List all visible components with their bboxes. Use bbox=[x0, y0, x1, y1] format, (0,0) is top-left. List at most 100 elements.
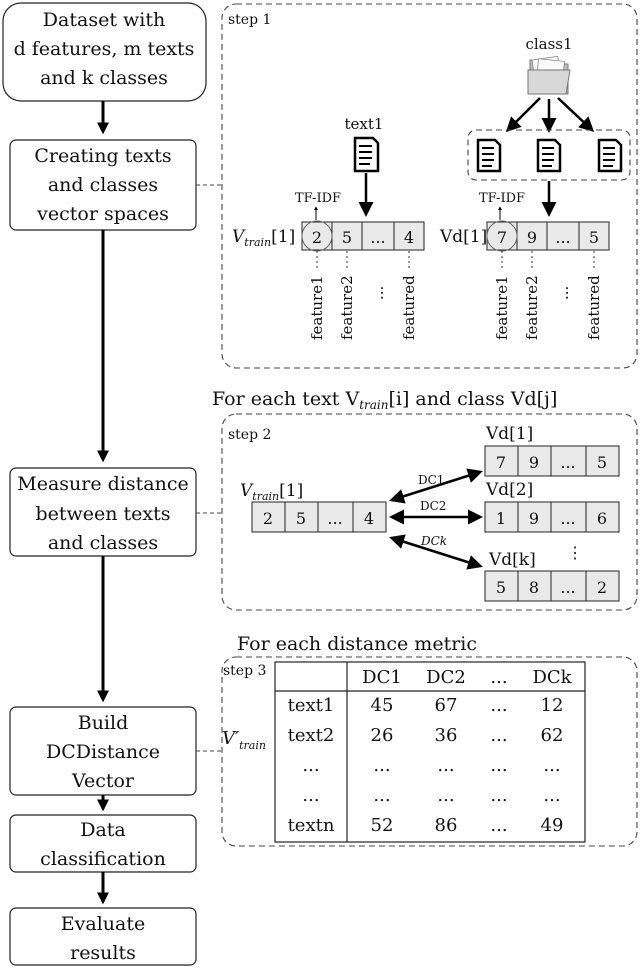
table-row: textn 52 86 ... 49 bbox=[288, 815, 564, 836]
table-row-name: text1 bbox=[288, 695, 335, 716]
vd1-feature-dots: ... bbox=[554, 286, 572, 300]
vd-row-k-cell-2: 8 bbox=[529, 578, 539, 597]
vector-spaces-line-3: vector spaces bbox=[36, 203, 169, 225]
table-col-dck: DCk bbox=[532, 667, 572, 688]
table-row-name: ... bbox=[302, 755, 319, 776]
vtrain-cell-1: 2 bbox=[312, 228, 322, 247]
vtrain-feature-1: feature1 bbox=[308, 275, 326, 340]
text1-document-icon bbox=[353, 136, 380, 173]
vtrain-cell-2: 5 bbox=[342, 228, 352, 247]
table-row: text2 26 36 ... 62 bbox=[288, 725, 564, 746]
vd1-feature-2: feature2 bbox=[523, 275, 541, 340]
table-row-name: ... bbox=[302, 785, 319, 806]
vd-row-2-cell-4: 6 bbox=[597, 509, 607, 528]
step2-vtrain-cell-4: 4 bbox=[364, 509, 374, 528]
step1-panel: step 1 text1 class1 bbox=[221, 3, 638, 369]
table-cell: 86 bbox=[435, 815, 458, 836]
classify-line-2: classification bbox=[40, 848, 166, 870]
table-cell: 67 bbox=[435, 695, 458, 716]
vd-row-2-cell-3: ... bbox=[560, 509, 575, 528]
dck-arrow bbox=[389, 534, 483, 570]
table-col-dc1: DC1 bbox=[362, 667, 402, 688]
measure-line-2: between texts bbox=[35, 503, 170, 525]
table-cell: 49 bbox=[541, 815, 564, 836]
dck-label: DCk bbox=[420, 534, 447, 548]
dataset-line-3: and k classes bbox=[40, 67, 168, 89]
table-cell: ... bbox=[373, 755, 390, 776]
table-cell: ... bbox=[543, 785, 560, 806]
vd-row-k-cell-4: 2 bbox=[597, 578, 607, 597]
table-cell: 45 bbox=[371, 695, 394, 716]
vd1-feature-d: featured bbox=[585, 275, 603, 340]
table-row: ... ... ... ... ... bbox=[302, 785, 560, 806]
step2-label: step 2 bbox=[228, 427, 271, 443]
flow-classify-box: Data classification bbox=[9, 814, 197, 873]
measure-line-3: and classes bbox=[48, 532, 158, 554]
vtrain-feature-d: featured bbox=[400, 275, 418, 340]
flow-build-box: Build DCDistance Vector bbox=[9, 706, 197, 796]
table-row-name: text2 bbox=[288, 725, 335, 746]
table-cell: 12 bbox=[541, 695, 564, 716]
class-doc-icon-3 bbox=[597, 138, 623, 173]
step1-label: step 1 bbox=[228, 12, 271, 28]
vd1-label: Vd[1] bbox=[439, 227, 487, 247]
table-cell: ... bbox=[490, 725, 507, 746]
dataset-line-1: Dataset with bbox=[43, 9, 165, 31]
table-cell: ... bbox=[437, 785, 454, 806]
vd-row-k: 5 8 ... 2 bbox=[484, 570, 620, 602]
vd-row-k-cell-1: 5 bbox=[496, 578, 506, 597]
vd-row-2-cell-1: 1 bbox=[496, 509, 506, 528]
vd1-vector: 7 9 ... 5 bbox=[486, 220, 610, 252]
table-cell: 52 bbox=[371, 815, 394, 836]
dc2-label: DC2 bbox=[420, 499, 446, 513]
vd1-cell-2: 9 bbox=[527, 228, 537, 247]
dc1-label: DC1 bbox=[418, 473, 444, 487]
vd-row-2-cell-2: 9 bbox=[529, 509, 539, 528]
vtrain-cell-3: ... bbox=[370, 228, 385, 247]
table-cell: 26 bbox=[371, 725, 394, 746]
vtrain-vector: 2 5 ... 4 bbox=[301, 220, 425, 252]
vtrain-feature-dots: ... bbox=[369, 286, 387, 300]
step3-header: For each distance metric bbox=[237, 633, 477, 655]
build-line-1: Build bbox=[78, 712, 129, 734]
text1-label: text1 bbox=[345, 115, 384, 133]
table-cell: ... bbox=[437, 755, 454, 776]
class1-arrow-right bbox=[557, 97, 595, 133]
class-doc-icon-2 bbox=[536, 138, 562, 173]
vd-row-1: 7 9 ... 5 bbox=[484, 445, 620, 477]
tfidf-label-right: TF-IDF bbox=[479, 191, 525, 206]
vd-row-2-label: Vd[2] bbox=[485, 480, 533, 500]
evaluate-line-2: results bbox=[70, 942, 136, 964]
vd1-feature-1: feature1 bbox=[493, 275, 511, 340]
table-cell: ... bbox=[490, 815, 507, 836]
table-cell: 36 bbox=[435, 725, 458, 746]
vd-row-1-label: Vd[1] bbox=[485, 424, 533, 444]
table-col-dots: ... bbox=[490, 667, 507, 688]
vd-vertical-dots: ⋮ bbox=[567, 543, 583, 562]
vd-row-2: 1 9 ... 6 bbox=[484, 501, 620, 533]
step2-panel: step 2 Vtrain[1] 2 5 ... 4 DC1 DC2 DCk V… bbox=[221, 413, 638, 611]
table-row: text1 45 67 ... 12 bbox=[288, 695, 564, 716]
vd-row-1-cell-2: 9 bbox=[529, 453, 539, 472]
vector-spaces-line-1: Creating texts bbox=[34, 145, 171, 167]
table-cell: ... bbox=[490, 785, 507, 806]
step2-vtrain-cell-2: 5 bbox=[296, 509, 306, 528]
flow-dataset-box: Dataset with d features, m texts and k c… bbox=[2, 2, 207, 102]
vector-spaces-line-2: and classes bbox=[48, 174, 158, 196]
table-row: ... ... ... ... ... bbox=[302, 755, 560, 776]
class1-arrow-left bbox=[505, 97, 541, 133]
classify-line-1: Data bbox=[80, 819, 126, 841]
step2-vtrain-vector: 2 5 ... 4 bbox=[251, 501, 387, 533]
vtrain-cell-4: 4 bbox=[404, 228, 414, 247]
vd-row-1-cell-3: ... bbox=[560, 453, 575, 472]
table-row-name: textn bbox=[288, 815, 335, 836]
step3-label: step 3 bbox=[223, 663, 266, 679]
build-line-2: DCDistance bbox=[46, 741, 160, 763]
dc1-arrow bbox=[389, 468, 483, 504]
flow-evaluate-box: Evaluate results bbox=[9, 907, 197, 966]
table-cell: ... bbox=[490, 695, 507, 716]
dataset-line-2: d features, m texts bbox=[14, 38, 195, 60]
class-docs-group bbox=[467, 129, 631, 181]
flow-vector-spaces-box: Creating texts and classes vector spaces bbox=[9, 139, 197, 231]
folder-icon bbox=[527, 55, 571, 95]
